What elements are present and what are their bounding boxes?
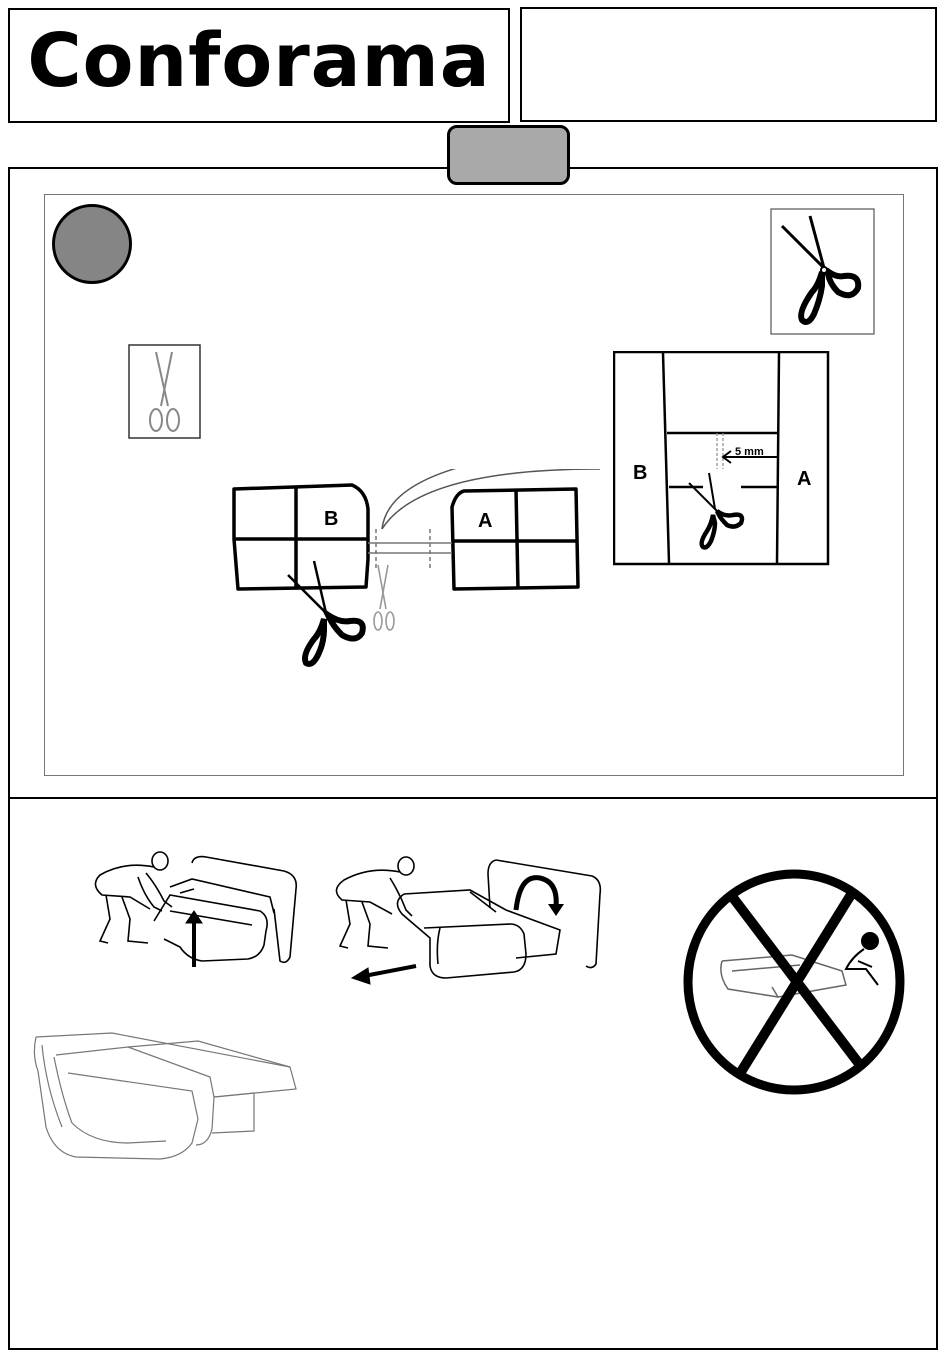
scissors-icon-cut xyxy=(284,557,376,669)
measurement-label: 5 mm xyxy=(735,446,764,458)
label-b: B xyxy=(324,508,338,530)
scissors-icon-box-small xyxy=(128,344,202,440)
lift-seat-illustration xyxy=(84,849,304,974)
sofa-cut-diagram: B A xyxy=(220,469,600,669)
detail-label-a: A xyxy=(797,468,811,490)
scissors-icon-box-large xyxy=(770,208,876,336)
scissors-icon xyxy=(128,344,202,440)
sofa-bed-illustration xyxy=(32,1027,312,1167)
scissors-icon xyxy=(770,208,876,336)
cut-detail-box: 5 mm B A xyxy=(613,351,831,567)
label-a: A xyxy=(478,510,492,532)
unfolding-panel xyxy=(8,797,938,1350)
brand-logo-box: Conforama xyxy=(8,8,510,123)
brand-logo: Conforama xyxy=(10,24,508,98)
detail-label-b: B xyxy=(633,462,647,484)
cutting-panel: B A xyxy=(8,167,938,799)
no-sitting-icon xyxy=(682,867,908,1097)
scissors-icon xyxy=(284,557,376,669)
step-number-circle xyxy=(52,204,132,284)
pull-out-illustration xyxy=(320,854,610,989)
reference-box xyxy=(520,7,937,122)
step-tab xyxy=(447,125,570,185)
